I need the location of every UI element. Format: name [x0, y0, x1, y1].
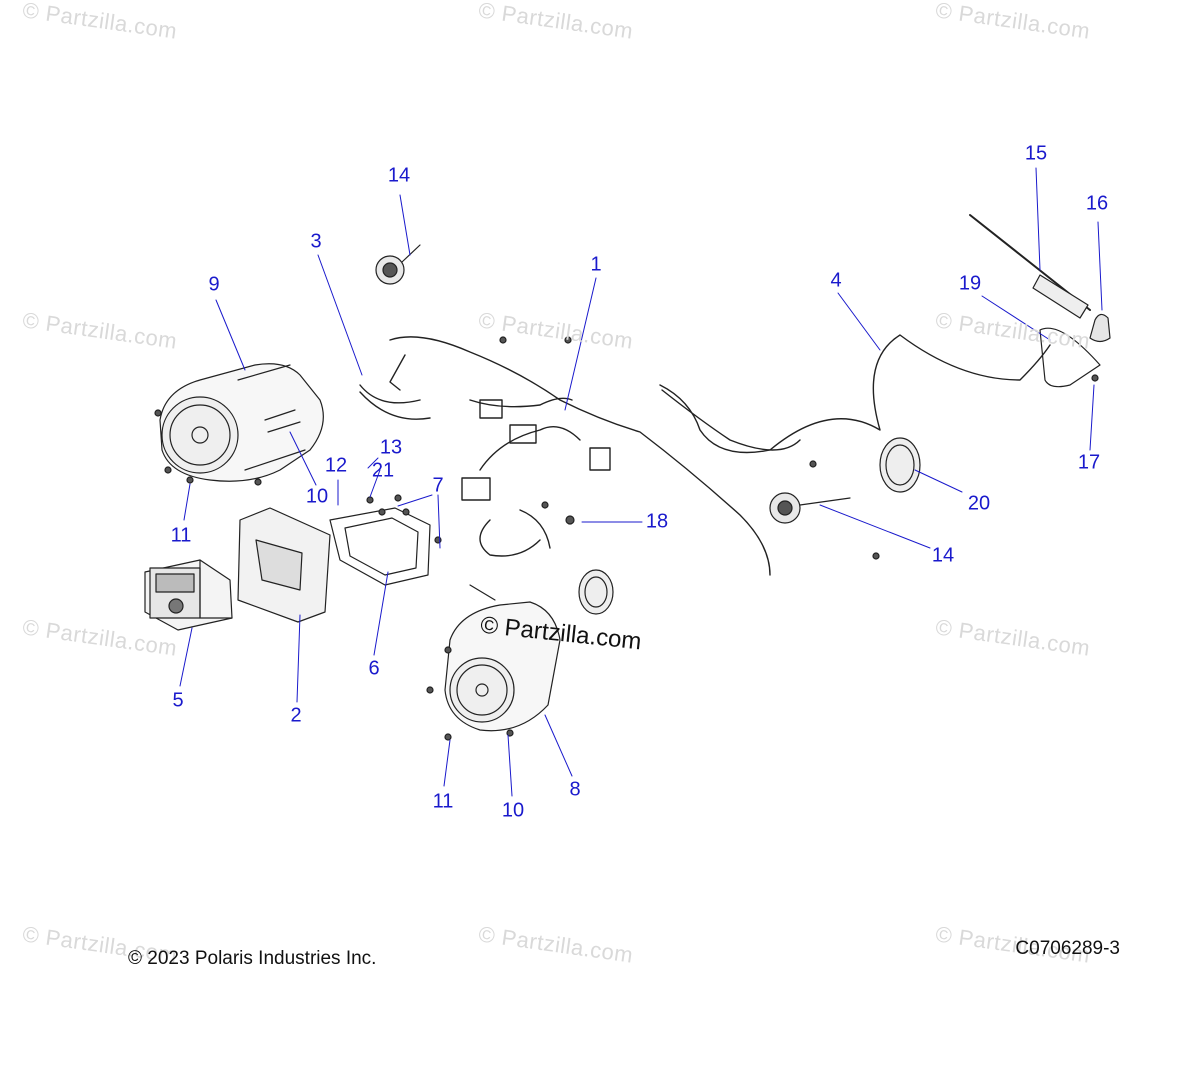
tweeter-top: [375, 244, 421, 285]
callout-17: 17: [1077, 451, 1101, 474]
callout-15: 15: [1024, 142, 1048, 165]
callout-19: 19: [958, 272, 982, 295]
tweeter-right: [769, 492, 851, 524]
callout-11a: 11: [170, 524, 192, 547]
dash-bezel: [237, 507, 331, 623]
callout-16: 16: [1085, 192, 1109, 215]
speaker-pod-left: [159, 363, 324, 482]
callout-9: 9: [208, 273, 220, 296]
callout-6: 6: [368, 657, 380, 680]
callout-3: 3: [310, 230, 322, 253]
antenna-mast: [969, 214, 1111, 388]
leader-lines: [179, 167, 1103, 797]
copyright-text: © 2023 Polaris Industries Inc.: [128, 948, 377, 969]
mounting-bracket: [329, 507, 431, 586]
callout-4: 4: [830, 269, 842, 292]
callout-14a: 14: [387, 164, 411, 187]
speaker-pod-center: [444, 584, 561, 732]
callout-18: 18: [645, 510, 669, 533]
grille-cover-small: [578, 569, 614, 615]
callout-8: 8: [569, 778, 581, 801]
callout-11b: 11: [432, 790, 454, 813]
grille-cover: [879, 437, 921, 493]
radio-head-unit: [144, 559, 233, 631]
callout-1: 1: [590, 253, 602, 276]
callout-21: 21: [371, 459, 395, 482]
callout-12: 12: [324, 454, 348, 477]
callout-10a: 10: [305, 485, 329, 508]
callout-20: 20: [967, 492, 991, 515]
callout-10b: 10: [501, 799, 525, 822]
callout-7: 7: [432, 474, 444, 497]
wiring-harness: [359, 336, 771, 576]
antenna-cable: [659, 334, 1051, 454]
callout-13: 13: [379, 436, 403, 459]
callout-2: 2: [290, 704, 302, 727]
callout-5: 5: [172, 689, 184, 712]
drawing-number: C0706289-3: [1015, 938, 1120, 959]
callout-14b: 14: [931, 544, 955, 567]
